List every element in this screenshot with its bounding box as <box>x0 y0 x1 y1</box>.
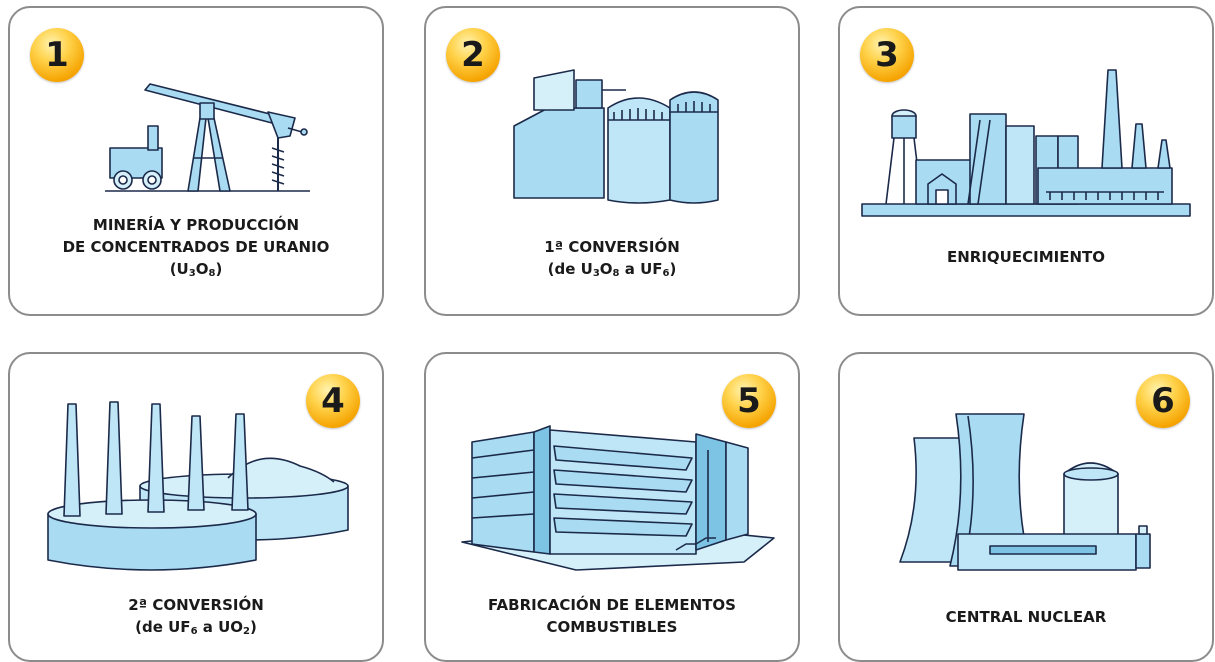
nuclear-plant-icon <box>899 413 1151 571</box>
step-number-badge: 1 <box>30 28 84 82</box>
step-label: MINERÍA Y PRODUCCIÓN DE CONCENTRADOS DE … <box>62 216 330 279</box>
step-label: 1ª CONVERSIÓN (de U3O8 a UF6) <box>544 238 680 279</box>
step-card-2: 2 1ª CONVERSIÓN (de U3O8 a UF6) <box>424 6 800 316</box>
step-number-badge: 5 <box>722 374 776 428</box>
step-card-1: 1 MINERÍA Y PROD <box>8 6 384 316</box>
mining-pump-icon <box>105 83 310 192</box>
step-number-badge: 3 <box>860 28 914 82</box>
step-card-4: 4 2ª CONVERSIÓN (de UF6 a UO2) <box>8 352 384 662</box>
step-label: FABRICACIÓN DE ELEMENTOS COMBUSTIBLES <box>488 596 736 636</box>
step-label: 2ª CONVERSIÓN (de UF6 a UO2) <box>128 596 264 637</box>
fuel-factory-icon <box>461 425 775 571</box>
step-card-5: 5 FABRICACIÓN DE ELEMENTOS COMBUSTIBLES <box>424 352 800 662</box>
step-number-badge: 4 <box>306 374 360 428</box>
step-card-6: 6 CENTRAL NUCLEAR <box>838 352 1214 662</box>
step-number-badge: 6 <box>1136 374 1190 428</box>
conversion-stacks-icon <box>47 401 349 571</box>
step-number-badge: 2 <box>446 28 500 82</box>
enrichment-plant-icon <box>861 69 1191 217</box>
step-label: CENTRAL NUCLEAR <box>945 608 1107 626</box>
conversion-silos-icon <box>513 69 719 204</box>
step-card-3: 3 <box>838 6 1214 316</box>
step-label: ENRIQUECIMIENTO <box>947 248 1105 266</box>
